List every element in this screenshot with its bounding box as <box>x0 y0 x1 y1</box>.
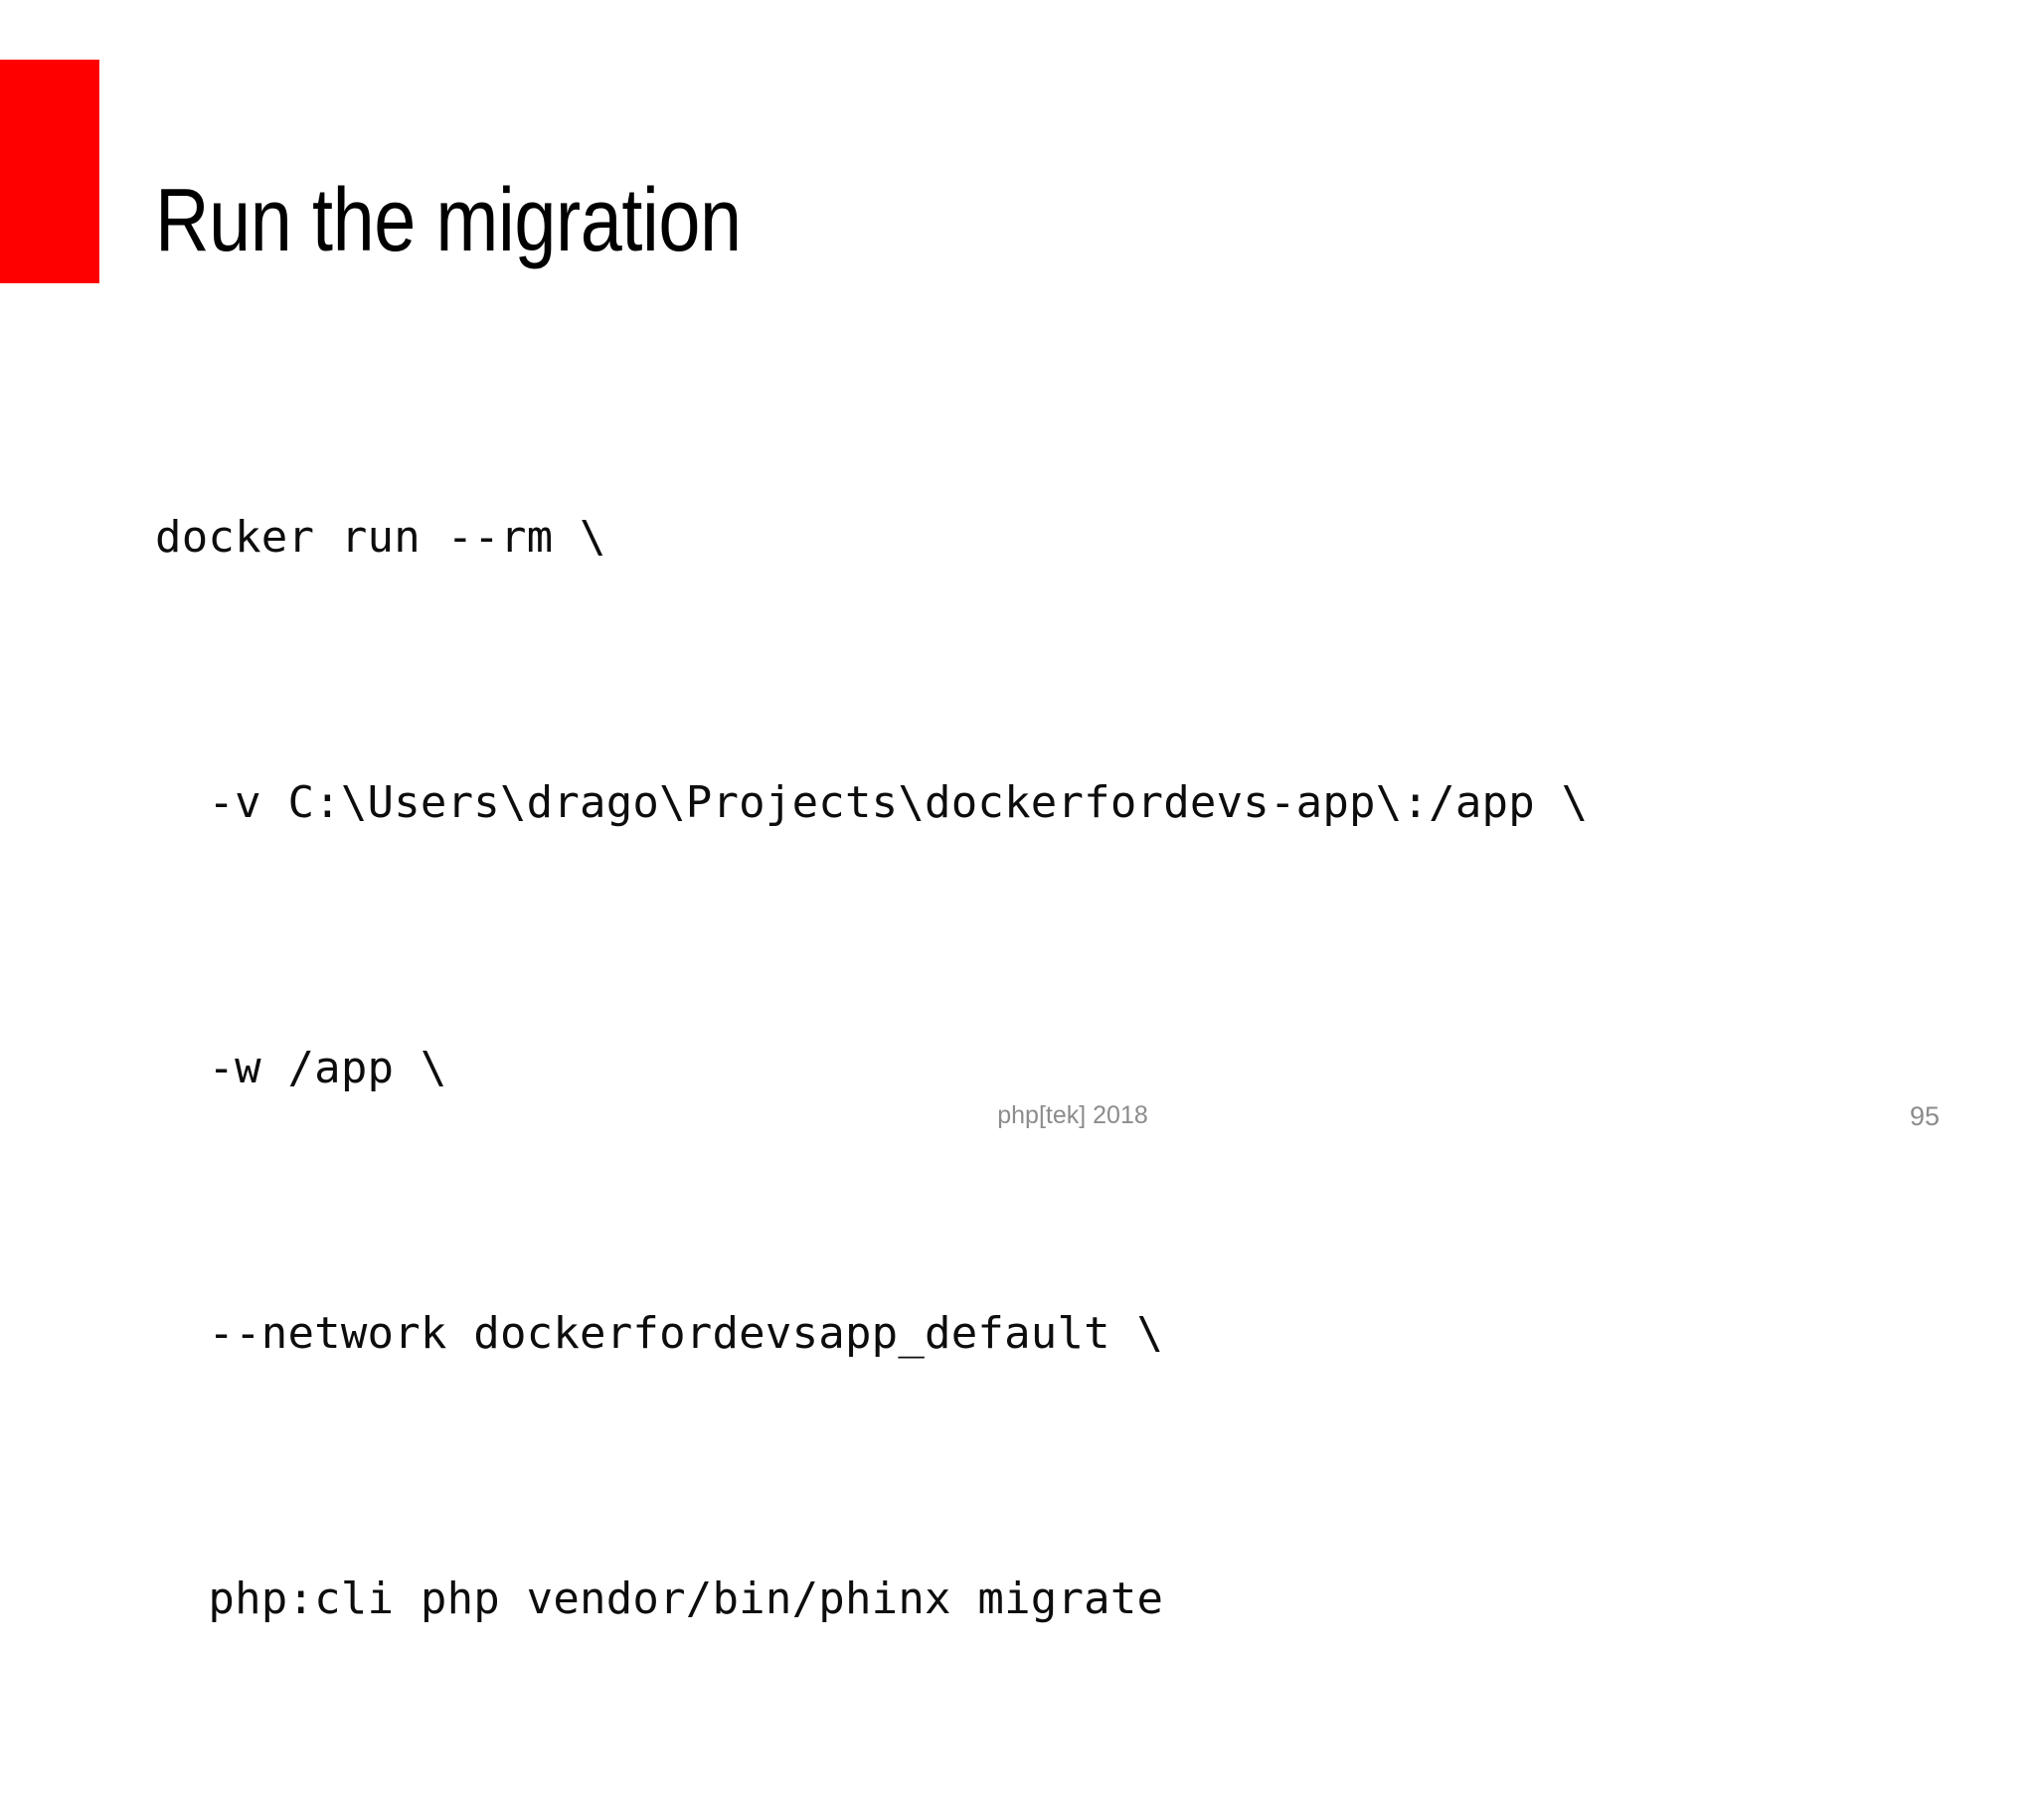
accent-bar <box>0 60 99 283</box>
code-block: docker run --rm \ -v C:\Users\drago\Proj… <box>155 316 1588 1820</box>
page-title: Run the migration <box>155 171 742 271</box>
code-line: --network dockerfordevsapp_default \ <box>155 1308 1164 1359</box>
footer-conference-label: php[tek] 2018 <box>997 1101 1148 1129</box>
code-line: -v C:\Users\drago\Projects\dockerfordevs… <box>155 777 1589 828</box>
code-line: docker run --rm \ <box>155 512 606 563</box>
page-number: 95 <box>1909 1101 1940 1131</box>
code-line: php:cli php vendor/bin/phinx migrate <box>155 1573 1164 1624</box>
presentation-slide: Run the migration docker run --rm \ -v C… <box>0 60 1940 1624</box>
code-line: -w /app \ <box>155 1043 447 1093</box>
